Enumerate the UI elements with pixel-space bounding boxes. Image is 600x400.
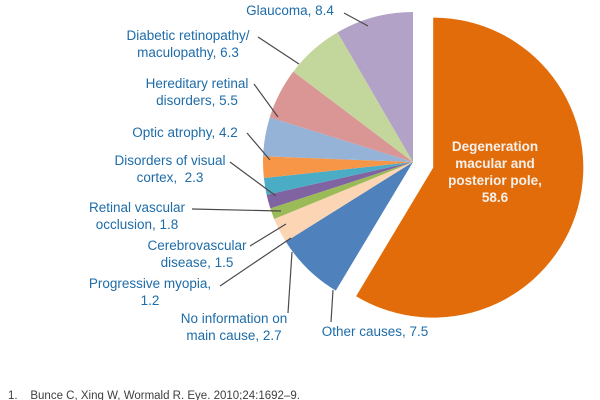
- leader-line-retinal-vascular-occlusion: [191, 208, 282, 212]
- leader-line-progressive-myopia: [219, 237, 292, 287]
- leader-line-other-causes: [330, 289, 334, 323]
- footnote: 1. Bunce C, Xing W, Wormald R. Eye. 2010…: [8, 390, 300, 400]
- pie-slice-diabetic-retinopathy: [293, 32, 413, 163]
- leader-line-glaucoma: [343, 12, 369, 27]
- label-degeneration-macular-line-2: posterior pole,: [448, 173, 542, 188]
- leader-line-visual-cortex-disorders: [229, 161, 277, 197]
- pie-slice-glaucoma: [337, 12, 413, 162]
- label-progressive-myopia-line-0: Progressive myopia,: [88, 276, 212, 291]
- label-degeneration-macular-line-0: Degeneration: [451, 139, 539, 154]
- label-glaucoma: Glaucoma, 8.4: [205, 3, 375, 20]
- label-progressive-myopia: Progressive myopia,1.2: [55, 276, 245, 309]
- pie-slice-visual-cortex-disorders: [263, 156, 413, 178]
- label-other-causes: Other causes, 7.5: [280, 324, 470, 341]
- leader-line-no-information: [287, 251, 293, 314]
- label-visual-cortex-disorders-line-0: Disorders of visual: [114, 153, 226, 168]
- label-degeneration-macular-line-1: macular and: [455, 156, 535, 171]
- leader-line-diabetic-retinopathy: [257, 36, 300, 65]
- label-diabetic-retinopathy-line-0: Diabetic retinopathy/: [126, 28, 250, 43]
- label-cerebrovascular-disease-line-1: disease, 1.5: [160, 254, 234, 270]
- label-diabetic-retinopathy-line-1: maculopathy, 6.3: [137, 44, 239, 60]
- label-hereditary-retinal-line-1: disorders, 5.5: [156, 92, 238, 108]
- label-visual-cortex-disorders-line-1: cortex, 2.3: [136, 169, 204, 185]
- label-no-information-line-1: main cause, 2.7: [186, 327, 282, 343]
- pie-slice-retinal-vascular-occlusion: [263, 162, 413, 195]
- leader-line-hereditary-retinal: [253, 83, 279, 118]
- label-glaucoma-line-0: Glaucoma, 8.4: [246, 3, 334, 18]
- pie-slice-progressive-myopia: [270, 162, 413, 219]
- label-cerebrovascular-disease-line-0: Cerebrovascular: [147, 238, 247, 253]
- label-no-information-line-0: No information on: [180, 311, 288, 326]
- label-retinal-vascular-occlusion-line-0: Retinal vascular: [88, 200, 186, 215]
- label-degeneration-macular-line-3: 58.6: [481, 190, 509, 205]
- leader-line-cerebrovascular-disease: [249, 223, 287, 247]
- label-hereditary-retinal-line-0: Hereditary retinal: [145, 76, 249, 91]
- label-diabetic-retinopathy: Diabetic retinopathy/maculopathy, 6.3: [93, 28, 283, 61]
- label-optic-atrophy-line-0: Optic atrophy, 4.2: [132, 125, 238, 140]
- label-other-causes-line-0: Other causes, 7.5: [321, 324, 429, 339]
- pie-slice-cerebrovascular-disease: [266, 162, 413, 209]
- pie-slice-degeneration-macular: [356, 17, 584, 318]
- pie-slice-optic-atrophy: [263, 117, 413, 162]
- label-retinal-vascular-occlusion-line-1: occlusion, 1.8: [95, 216, 179, 232]
- pie-slice-no-information: [274, 162, 413, 242]
- label-optic-atrophy: Optic atrophy, 4.2: [90, 125, 280, 142]
- pie-slice-other-causes: [285, 162, 413, 291]
- pie-slice-hereditary-retinal: [269, 71, 413, 162]
- leader-line-optic-atrophy: [246, 132, 271, 161]
- label-progressive-myopia-line-1: 1.2: [140, 292, 160, 308]
- label-degeneration-macular: Degeneration macular and posterior pole, 58…: [415, 138, 575, 206]
